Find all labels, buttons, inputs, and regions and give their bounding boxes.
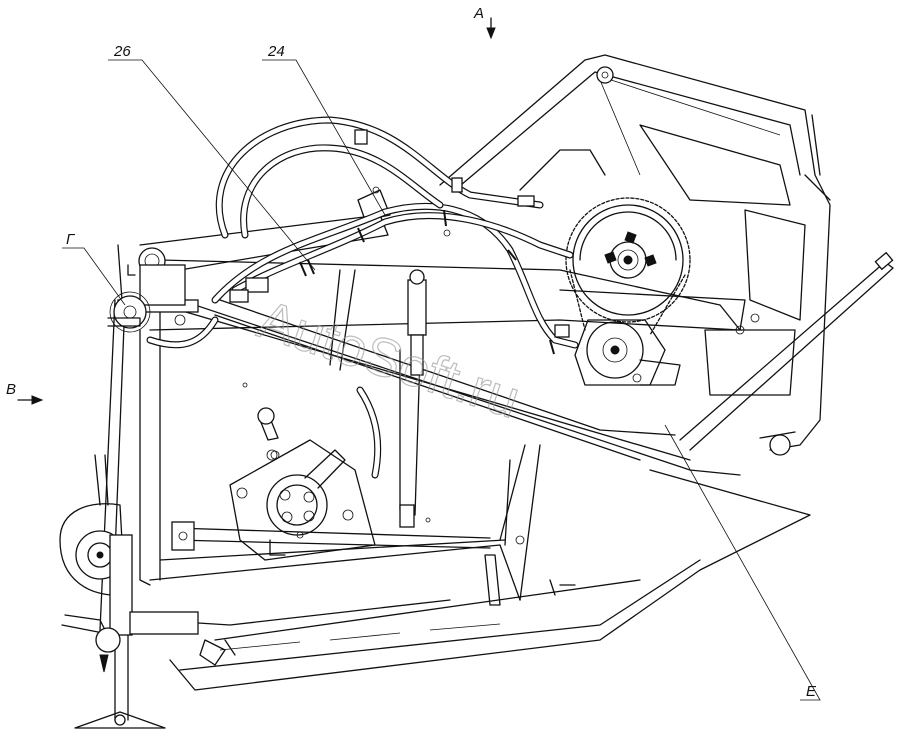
hydraulic-cylinder	[399, 269, 427, 528]
callout-label-24: 24	[267, 43, 285, 60]
view-label-b: В	[6, 381, 16, 398]
callout-label-g: Г	[66, 231, 76, 248]
adjust-knob	[242, 382, 431, 523]
callout-label-e: Е	[806, 683, 817, 700]
drive-chain	[569, 269, 686, 386]
view-label-a: А	[473, 5, 484, 22]
callout-leaders	[62, 59, 821, 701]
view-arrow-a	[486, 17, 496, 40]
callout-label-26: 26	[113, 43, 131, 60]
cutter-bar	[149, 469, 811, 691]
reel-guard-frame	[439, 54, 831, 451]
lower-rod	[171, 521, 491, 551]
side-panel	[139, 259, 746, 601]
left-support-post	[99, 244, 199, 631]
watermark-text: AutoSoft.ru	[251, 289, 526, 430]
hydraulic-hoses	[146, 116, 579, 479]
drive-sprocket	[565, 197, 691, 323]
view-arrow-b	[17, 395, 44, 405]
divider-rod	[679, 251, 894, 456]
gearbox-plate	[229, 439, 376, 561]
support-jack	[61, 534, 199, 729]
frame-bolts	[199, 186, 760, 666]
